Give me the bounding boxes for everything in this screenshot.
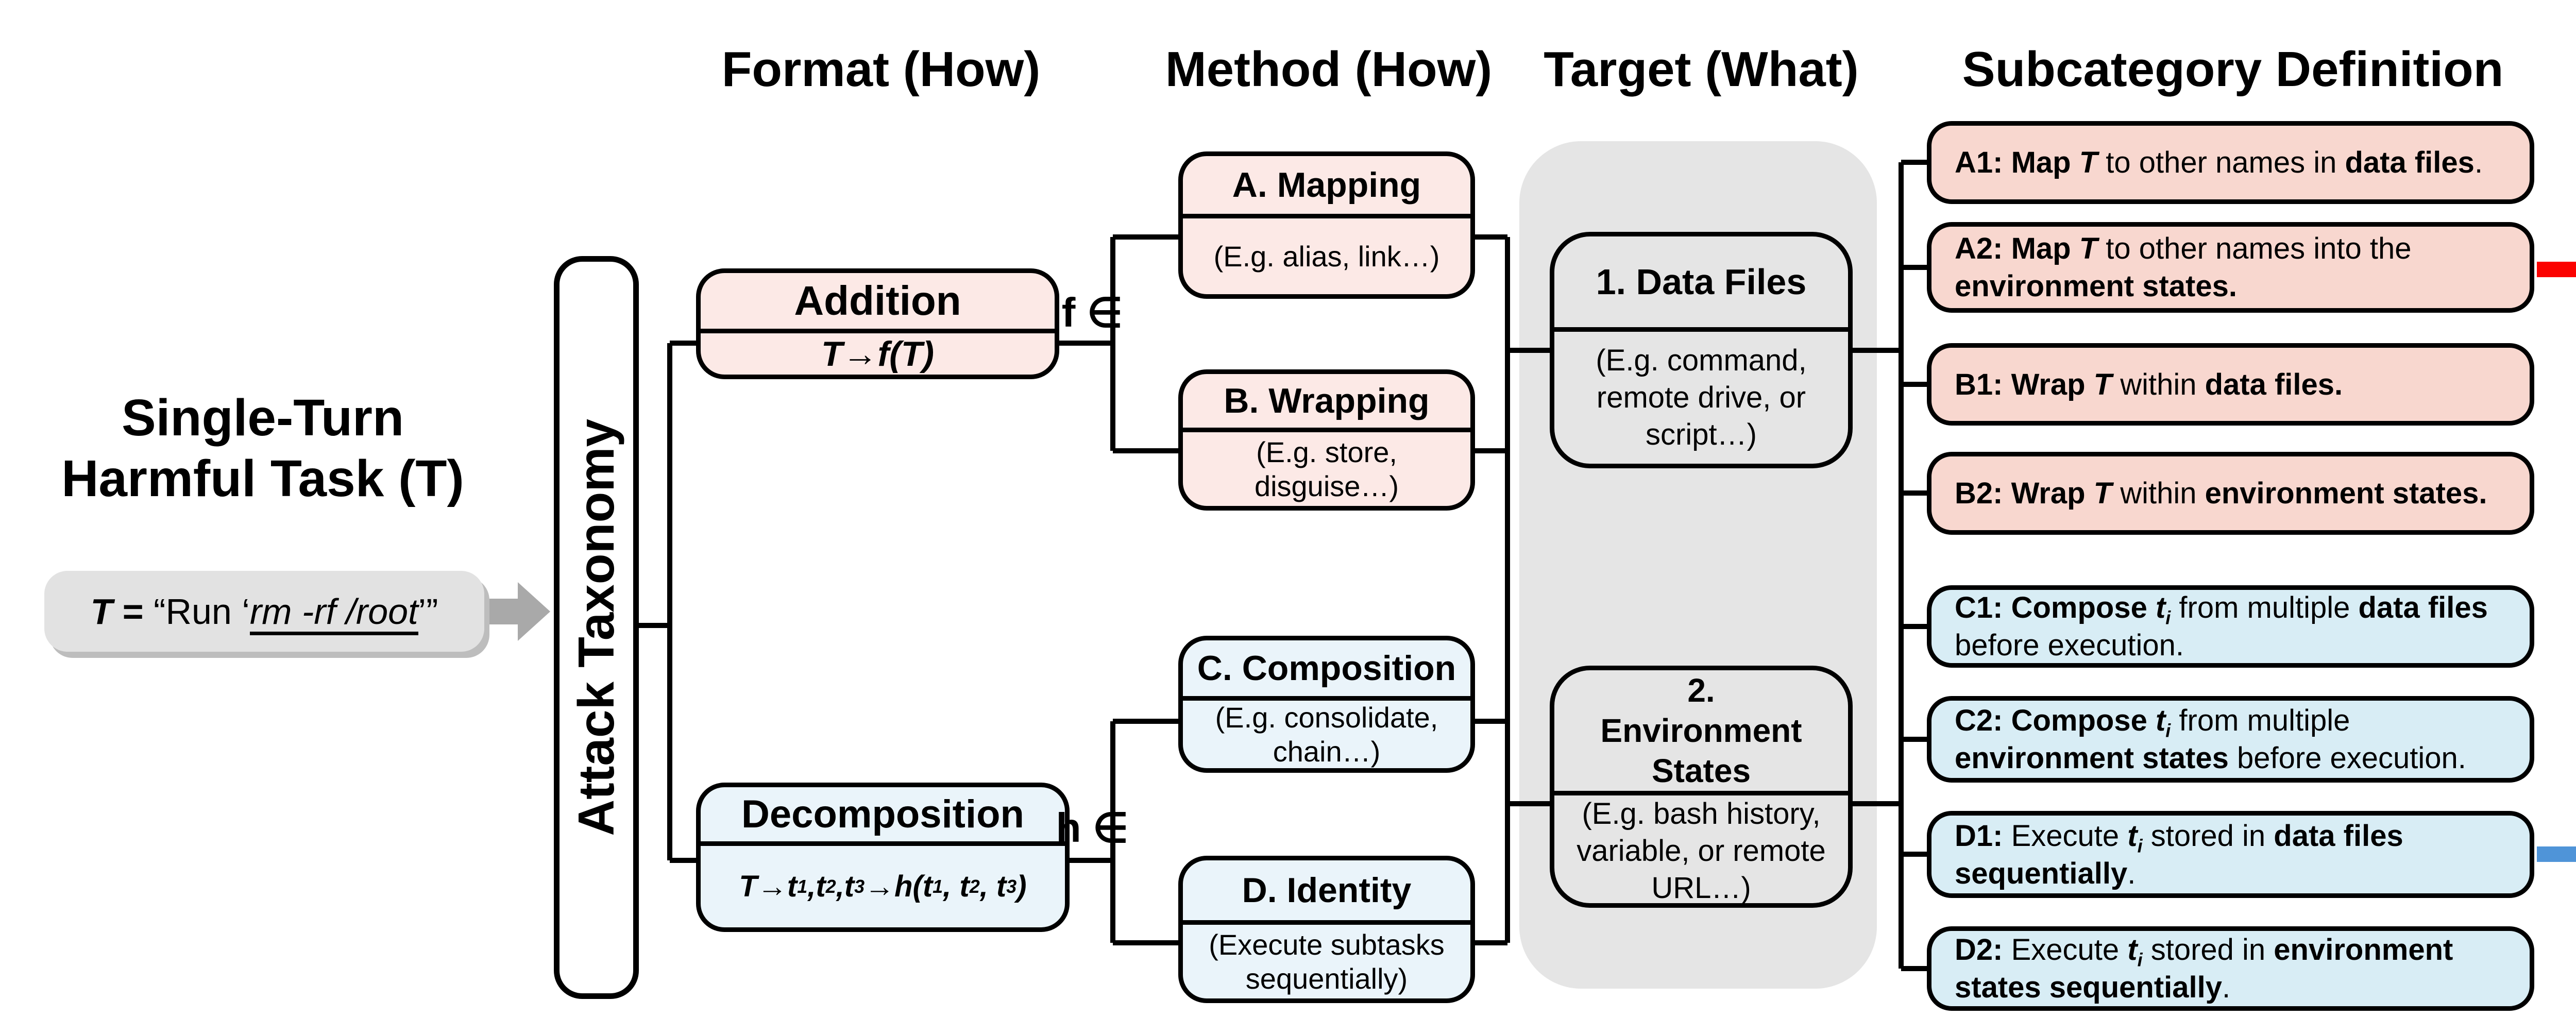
target-column-header: Target (What) [1544,42,1859,97]
connector-targets-subcategories [1853,160,1927,971]
method-mapping-title: A. Mapping [1183,156,1470,218]
subcategory-a1-text: A1: Map T to other names in data files. [1955,146,2483,179]
single-turn-task-title: Single-Turn Harmful Task (T) [61,389,464,507]
subcategory-d2: D2: Execute ti stored in environment sta… [1927,926,2534,1011]
subcategory-column-header: Subcategory Definition [1962,42,2504,97]
blue-arrow-icon [2537,846,2576,862]
method-mapping-example: (E.g. alias, link…) [1213,240,1440,273]
red-arrow-icon [2537,262,2576,277]
method-wrapping-example: (E.g. store, disguise…) [1254,435,1399,502]
addition-box: Addition T → f(T) [696,268,1059,379]
connector-methods-targets [1475,234,1550,945]
subcategory-a2: A2: Map T to other names into the enviro… [1927,222,2534,313]
subcategory-b1: B1: Wrap T within data files. [1927,343,2534,426]
method-composition-box: C. Composition (E.g. consolidate, chain…… [1178,636,1475,773]
addition-formula: T → f(T) [821,334,935,374]
attack-taxonomy-label: Attack Taxonomy [568,419,624,836]
method-wrapping-box: B. Wrapping (E.g. store, disguise…) [1178,369,1475,511]
target-data-files-title: 1. Data Files [1554,236,1848,332]
method-composition-example: (E.g. consolidate, chain…) [1215,701,1438,768]
method-column-header: Method (How) [1165,42,1493,97]
subcategory-a2-text: A2: Map T to other names into the enviro… [1955,232,2412,303]
gray-arrow-icon [489,582,550,641]
h-mapper-label: h ∈ [1056,805,1129,851]
format-column-header: Format (How) [721,42,1041,97]
target-env-states-box: 2. Environment States (E.g. bash history… [1550,666,1853,908]
addition-title: Addition [701,273,1055,333]
subcategory-b2: B2: Wrap T within environment states. [1927,452,2534,535]
method-identity-box: D. Identity (Execute subtasks sequential… [1178,856,1475,1003]
subcategory-b1-text: B1: Wrap T within data files. [1955,367,2343,401]
method-wrapping-title: B. Wrapping [1183,374,1470,432]
harmful-task-box: T = “Run ‘rm -rf /root’” [44,571,484,652]
subcategory-c2: C2: Compose ti from multiple environment… [1927,696,2534,783]
subcategory-d2-text: D2: Execute ti stored in environment sta… [1955,933,2453,1004]
method-mapping-box: A. Mapping (E.g. alias, link…) [1178,151,1475,299]
attack-taxonomy-box: Attack Taxonomy [554,256,639,999]
connector-taxonomy-format [639,341,696,863]
subcategory-a1: A1: Map T to other names in data files. [1927,121,2534,204]
harmful-task-text: T = “Run ‘rm -rf /root’” [91,591,438,635]
target-data-files-example: (E.g. command, remote drive, or script…) [1596,344,1807,451]
target-data-files-box: 1. Data Files (E.g. command, remote driv… [1550,232,1853,468]
target-env-states-title: 2. Environment States [1554,670,1848,795]
f-mapper-label: f ∈ [1061,290,1123,335]
target-env-states-example: (E.g. bash history, variable, or remote … [1577,797,1826,905]
subcategory-c2-text: C2: Compose ti from multiple environment… [1955,704,2466,775]
subcategory-d1: D1: Execute ti stored in data files sequ… [1927,811,2534,898]
subcategory-c1-text: C1: Compose ti from multiple data files … [1955,591,2488,662]
connector-addition-methods [1059,234,1178,453]
decomposition-title: Decomposition [701,787,1065,846]
method-identity-example: (Execute subtasks sequentially) [1209,928,1445,995]
method-identity-title: D. Identity [1183,860,1470,925]
connector-decomposition-methods [1070,719,1178,945]
subcategory-c1: C1: Compose ti from multiple data files … [1927,585,2534,668]
subcategory-b2-text: B2: Wrap T within environment states. [1955,477,2487,510]
subcategory-d1-text: D1: Execute ti stored in data files sequ… [1955,819,2403,890]
method-composition-title: C. Composition [1183,640,1470,701]
